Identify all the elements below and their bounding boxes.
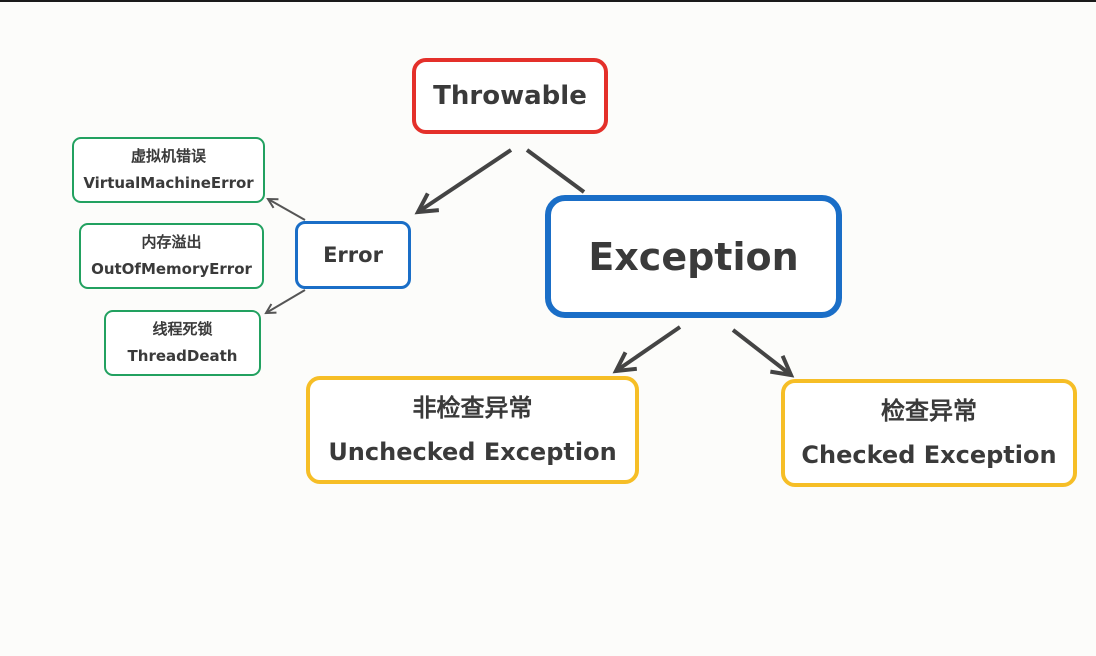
arrow-error-to-thread-death [266,289,306,313]
thread-death-label-en: ThreadDeath [127,347,238,365]
exception-node: Exception [545,195,842,318]
unchecked-label-cn: 非检查异常 [412,394,533,422]
arrow-throwable-to-error [418,148,513,212]
unchecked-exception-node: 非检查异常 Unchecked Exception [306,376,639,484]
error-node: Error [295,221,411,289]
checked-label-cn: 检查异常 [881,397,977,425]
vm-error-label-cn: 虚拟机错误 [130,147,206,165]
thread-death-node: 线程死锁 ThreadDeath [104,310,261,376]
vm-error-node: 虚拟机错误 VirtualMachineError [72,137,265,203]
throwable-node: Throwable [412,58,608,134]
error-label: Error [323,243,383,267]
arrow-error-to-vm-error [268,199,306,221]
oom-error-node: 内存溢出 OutOfMemoryError [79,223,264,289]
oom-error-label-en: OutOfMemoryError [91,260,252,278]
top-border-line [0,0,1096,2]
arrow-exception-to-checked [731,328,791,375]
arrow-exception-to-unchecked [616,325,682,371]
exception-label: Exception [588,234,799,279]
oom-error-label-cn: 内存溢出 [141,233,202,251]
thread-death-label-cn: 线程死锁 [152,320,213,338]
line-throwable-to-exception [525,148,586,194]
vm-error-label-en: VirtualMachineError [83,174,254,192]
checked-label-en: Checked Exception [801,441,1057,469]
checked-exception-node: 检查异常 Checked Exception [781,379,1077,487]
unchecked-label-en: Unchecked Exception [328,438,617,466]
throwable-label: Throwable [433,81,587,111]
